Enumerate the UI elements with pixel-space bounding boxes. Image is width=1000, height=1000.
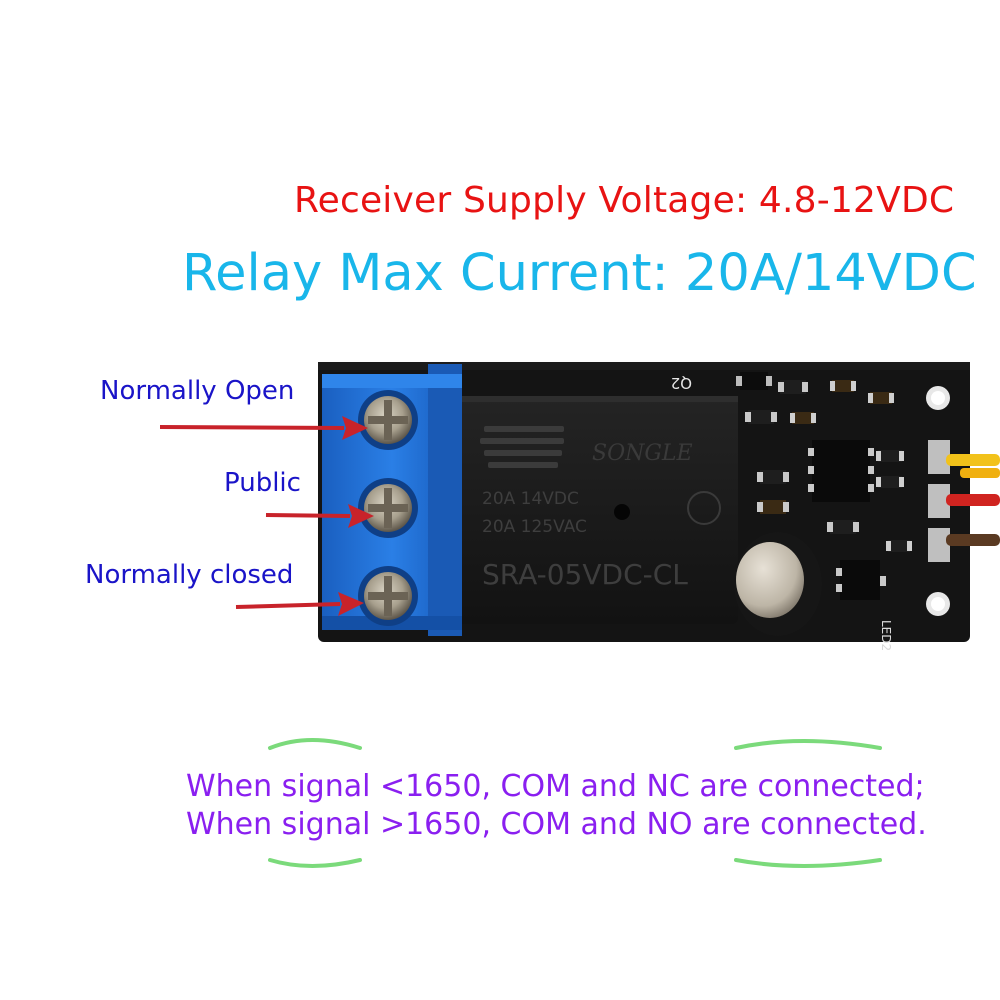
arrow-normally-closed: [235, 592, 364, 616]
arrow-public: [265, 504, 374, 528]
signal-note-line2: When signal >1650, COM and NO are connec…: [186, 807, 927, 842]
label-normally-open: Normally Open: [100, 376, 295, 406]
signal-note-line1: When signal <1650, COM and NC are connec…: [186, 769, 925, 804]
signal-notes: When signal <1650, COM and NC are connec…: [186, 768, 927, 844]
relay-rating-dc: 20A 14VDC: [482, 489, 579, 509]
smd-components: [736, 372, 950, 600]
terminal-block: [322, 364, 462, 636]
board-label-led2: LED2: [879, 620, 893, 651]
signal-wires: [946, 454, 1000, 546]
relay-brand: SONGLE: [592, 441, 693, 466]
relay-rating-ac: 20A 125VAC: [482, 517, 587, 537]
board-label-q2: Q2: [671, 374, 692, 392]
capacitor: [734, 532, 822, 636]
terminal-screw-nc: [358, 566, 418, 626]
supply-voltage-caption: Receiver Supply Voltage: 4.8-12VDC: [294, 180, 955, 221]
max-current-caption: Relay Max Current: 20A/14VDC: [182, 244, 977, 303]
label-normally-closed: Normally closed: [85, 560, 294, 590]
terminal-screw-no: [358, 390, 418, 450]
label-public: Public: [224, 468, 301, 498]
led-glow: [268, 738, 882, 868]
terminal-screw-public: [358, 478, 418, 538]
relay-body: SONGLE 20A 14VDC 20A 125VAC SRA-05VDC-CL: [458, 396, 738, 624]
arrow-normally-open: [159, 416, 368, 440]
arrows: [159, 416, 374, 616]
relay-model: SRA-05VDC-CL: [482, 558, 688, 591]
